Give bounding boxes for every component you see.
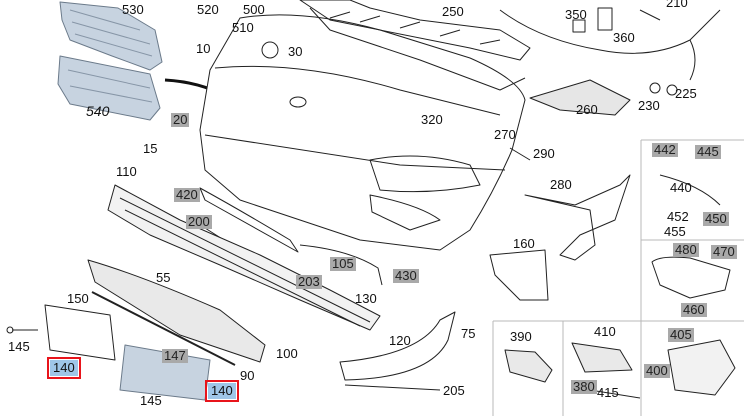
label-105: 105 — [330, 256, 356, 271]
label-145-bottom: 145 — [140, 393, 162, 408]
label-290: 290 — [533, 146, 555, 161]
label-390: 390 — [510, 329, 532, 344]
label-140-highlighted-left[interactable]: 140 — [47, 357, 81, 379]
part-420-strip — [199, 187, 299, 253]
label-400: 400 — [644, 363, 670, 378]
part-530-bracket — [59, 1, 163, 71]
part-10-bumper-cover — [199, 14, 526, 251]
label-140-highlighted-right[interactable]: 140 — [205, 380, 239, 402]
part-260-bracket — [529, 79, 631, 116]
part-75-trim — [339, 311, 456, 381]
label-455: 455 — [664, 224, 686, 239]
label-20: 20 — [171, 112, 190, 127]
part-380-strip — [589, 389, 641, 399]
part-390-grille — [504, 349, 553, 383]
label-145-left: 145 — [8, 339, 30, 354]
label-250: 250 — [442, 4, 464, 19]
part-210-hose — [499, 9, 721, 81]
label-270: 270 — [494, 127, 516, 142]
label-442: 442 — [652, 142, 678, 157]
label-350: 350 — [565, 7, 587, 22]
label-460: 460 — [681, 302, 707, 317]
label-530: 530 — [122, 2, 144, 17]
label-160: 160 — [513, 236, 535, 251]
part-410-grille — [571, 342, 633, 373]
label-100: 100 — [276, 346, 298, 361]
part-430-rod — [299, 244, 383, 286]
part-440-strip — [659, 174, 721, 206]
label-450: 450 — [703, 211, 729, 226]
label-380: 380 — [571, 379, 597, 394]
label-200: 200 — [186, 214, 212, 229]
frame-bottom-row — [492, 320, 744, 416]
label-480: 480 — [673, 242, 699, 257]
label-520: 520 — [197, 2, 219, 17]
label-205: 205 — [443, 383, 465, 398]
label-405: 405 — [668, 327, 694, 342]
frame-right-upper — [640, 139, 744, 321]
label-415: 415 — [597, 385, 619, 400]
part-280-bracket — [524, 174, 631, 261]
part-290-pin — [509, 147, 531, 161]
label-280: 280 — [550, 177, 572, 192]
label-230: 230 — [638, 98, 660, 113]
label-360: 360 — [613, 30, 635, 45]
part-205-trim — [344, 384, 441, 391]
label-130: 130 — [355, 291, 377, 306]
label-10: 10 — [196, 41, 211, 56]
part-30-logo — [261, 41, 279, 59]
part-90-strip — [91, 291, 236, 366]
label-210: 210 — [666, 0, 688, 10]
part-225-sensor — [666, 84, 678, 96]
label-430: 430 — [393, 268, 419, 283]
label-470: 470 — [711, 244, 737, 259]
label-225: 225 — [675, 86, 697, 101]
part-360-sensor — [597, 7, 613, 31]
label-500: 500 — [243, 2, 265, 17]
part-250-upper-bracket — [299, 0, 531, 91]
label-540: 540 — [86, 103, 110, 119]
label-420: 420 — [174, 187, 200, 202]
label-260: 260 — [576, 102, 598, 117]
label-150: 150 — [67, 291, 89, 306]
label-203: 203 — [296, 274, 322, 289]
label-452: 452 — [667, 209, 689, 224]
part-110-carrier — [107, 184, 381, 331]
label-30: 30 — [288, 44, 303, 59]
label-440: 440 — [670, 180, 692, 195]
part-100-grille — [87, 259, 266, 363]
part-150-plate-holder — [44, 304, 116, 361]
label-147: 147 — [162, 348, 188, 363]
label-510: 510 — [232, 20, 254, 35]
label-15: 15 — [143, 141, 158, 156]
part-230-sensor — [649, 82, 661, 94]
label-90: 90 — [240, 368, 255, 383]
label-445: 445 — [695, 144, 721, 159]
part-350-clip — [572, 19, 586, 33]
part-160-bracket — [489, 249, 549, 301]
part-400-housing — [667, 339, 736, 396]
label-55: 55 — [156, 270, 171, 285]
part-540-bracket — [57, 55, 161, 121]
label-320: 320 — [421, 112, 443, 127]
label-110: 110 — [116, 164, 137, 179]
label-75: 75 — [461, 326, 476, 341]
part-460-trim — [651, 256, 731, 299]
label-120: 120 — [389, 333, 411, 348]
label-410: 410 — [594, 324, 616, 339]
